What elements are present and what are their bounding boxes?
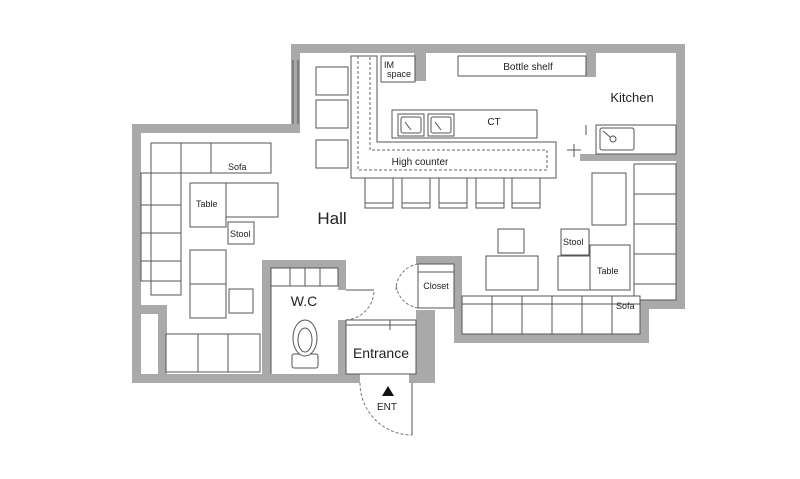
stool-left-label: Stool [230, 229, 251, 239]
high-counter [350, 55, 557, 179]
walls [132, 44, 685, 383]
table-right-left [485, 255, 539, 291]
bottle-shelf-label: Bottle shelf [503, 62, 553, 73]
im-space-label-2: space [387, 69, 411, 79]
sofa-left-label: Sofa [228, 162, 247, 172]
sofa-right-label: Sofa [616, 301, 635, 311]
entry-arrow-icon [382, 386, 394, 396]
hall-small-table [497, 228, 525, 254]
closet-label: Closet [423, 281, 449, 291]
closet [395, 263, 455, 309]
kitchen-counter [595, 124, 677, 155]
stool-right [560, 228, 590, 256]
ct-label: CT [487, 117, 500, 128]
entrance-door [359, 382, 413, 436]
table-left-lower [189, 249, 254, 319]
bench-bottom-left [165, 333, 261, 373]
booth-seats [315, 66, 349, 169]
sofa-right [461, 163, 677, 335]
counter-stools [364, 177, 541, 209]
stool-left [227, 221, 255, 245]
toilet-icon [291, 319, 319, 369]
entrance-label: Entrance [353, 345, 409, 361]
im-space-label-1: IM [384, 60, 394, 70]
wc-door [345, 289, 375, 321]
sink-icon [397, 113, 455, 137]
kitchen-label: Kitchen [610, 90, 653, 105]
entry-label: ENT [377, 402, 397, 413]
hall-label: Hall [317, 209, 346, 228]
kitchen-door [567, 125, 587, 157]
wc-label: W.C [291, 293, 317, 309]
stool-right-label: Stool [563, 237, 584, 247]
im-space [380, 55, 416, 83]
kitchen-sink-icon [599, 127, 635, 151]
bottle-shelf [457, 55, 587, 77]
hall-right-table [591, 172, 627, 226]
table-right-label: Table [597, 266, 619, 276]
window-left [292, 60, 299, 124]
table-left-label: Table [196, 199, 218, 209]
table-right [557, 244, 631, 291]
high-counter-label: High counter [392, 157, 449, 168]
sofa-left [140, 142, 272, 296]
table-left [189, 182, 279, 228]
entrance-room [345, 319, 417, 375]
wc-room [270, 267, 339, 374]
